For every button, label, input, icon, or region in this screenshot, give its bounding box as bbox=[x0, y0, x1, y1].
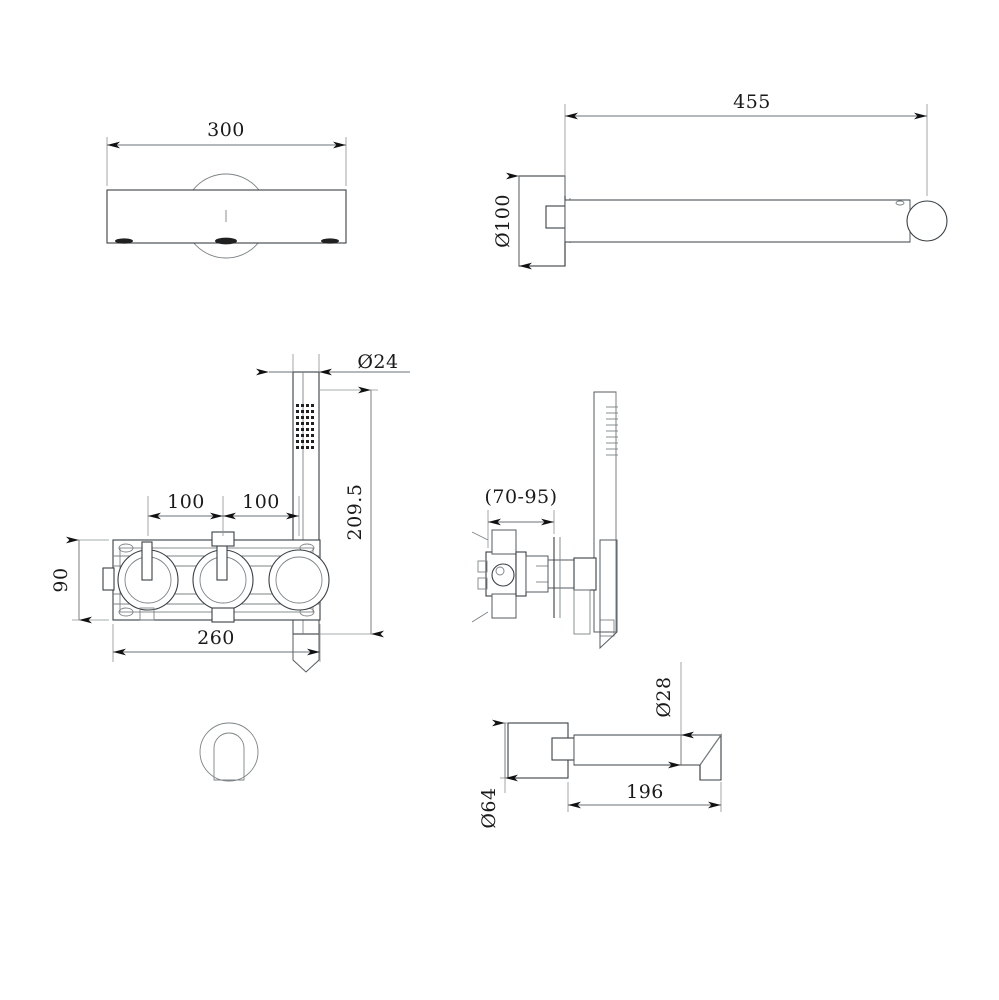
view-valve-body-front: Ø24 209.5 bbox=[50, 351, 410, 673]
handle-1-base-tab bbox=[139, 607, 155, 621]
cartridge-side-port-2 bbox=[477, 577, 488, 590]
view-rain-arm-side: 455 Ø100 bbox=[492, 91, 948, 270]
cartridge-front-block bbox=[485, 551, 517, 597]
spout-tube bbox=[573, 734, 722, 766]
spout-chamfer-edge bbox=[699, 734, 722, 766]
arm-tube bbox=[564, 199, 911, 243]
cartridge-collar-1 bbox=[515, 551, 527, 597]
dim-label-100-a: 100 bbox=[167, 491, 205, 513]
handset-wand-side-body bbox=[593, 391, 617, 633]
valve-handle-1[interactable] bbox=[117, 541, 179, 621]
valve-handle-2[interactable] bbox=[192, 531, 254, 623]
cartridge-rear-collar bbox=[573, 557, 597, 591]
dim-label-dia24: Ø24 bbox=[357, 351, 398, 373]
handset-spray-holes bbox=[296, 404, 314, 449]
cartridge-outlet-tube bbox=[573, 589, 591, 635]
cartridge-bottom-boss bbox=[491, 593, 517, 619]
rainhead-bar-body bbox=[106, 189, 347, 244]
handle-2-lever[interactable] bbox=[216, 541, 228, 581]
cartridge-body-mid bbox=[525, 555, 549, 593]
cartridge-indicator-circle bbox=[491, 563, 515, 587]
dim-label-300: 300 bbox=[207, 119, 245, 141]
dim-label-260: 260 bbox=[197, 627, 235, 649]
cartridge-tab-top bbox=[471, 531, 489, 541]
rainhead-nozzle-marks bbox=[115, 237, 339, 245]
arm-tube-detail-mark bbox=[895, 200, 905, 206]
dim-label-209-5: 209.5 bbox=[344, 484, 366, 541]
valve-mount-hole-bl bbox=[118, 607, 134, 617]
handset-wand-side bbox=[593, 391, 618, 637]
dim-label-dia64: Ø64 bbox=[478, 787, 500, 828]
valve-cartridge-side bbox=[471, 529, 597, 635]
cartridge-top-boss bbox=[491, 529, 517, 555]
handset-holder-plate bbox=[599, 539, 618, 650]
valve-mount-hole-tl bbox=[118, 543, 134, 553]
dim-label-196: 196 bbox=[626, 781, 664, 803]
dim-label-dia100: Ø100 bbox=[492, 194, 514, 248]
view-bath-spout-side: Ø28 Ø64 196 bbox=[478, 662, 722, 829]
handle-1-lever[interactable] bbox=[141, 541, 153, 581]
cartridge-side-port-1 bbox=[477, 560, 488, 573]
handle-3-inner-ring bbox=[275, 556, 323, 604]
arm-ball-joint bbox=[906, 200, 948, 242]
dim-label-455: 455 bbox=[733, 91, 771, 113]
escutcheon-inner-arch bbox=[213, 732, 245, 781]
dim-label-dia28: Ø28 bbox=[653, 676, 675, 717]
valve-handle-3[interactable] bbox=[268, 549, 330, 611]
cartridge-stem bbox=[547, 559, 575, 589]
escutcheon-outer-circle bbox=[199, 722, 259, 782]
view-valve-body-side: (70-95) bbox=[471, 391, 618, 650]
handle-3-outer-ring[interactable] bbox=[268, 549, 330, 611]
dim-label-70-95: (70-95) bbox=[484, 486, 557, 508]
handset-wand-front bbox=[292, 371, 320, 673]
cartridge-tab-bottom bbox=[471, 611, 489, 623]
view-escutcheon-detail bbox=[199, 722, 259, 782]
view-rain-head-front: 300 bbox=[106, 119, 347, 259]
cartridge-indicator-dot bbox=[495, 566, 505, 576]
dim-label-90: 90 bbox=[50, 567, 72, 592]
valve-left-inlet bbox=[102, 567, 115, 591]
dim-label-100-b: 100 bbox=[242, 491, 280, 513]
handset-holder-cradle bbox=[292, 600, 320, 673]
spout-connector-block bbox=[551, 737, 575, 761]
arm-connector-block bbox=[545, 205, 566, 229]
handle-2-base-tab bbox=[211, 607, 235, 623]
